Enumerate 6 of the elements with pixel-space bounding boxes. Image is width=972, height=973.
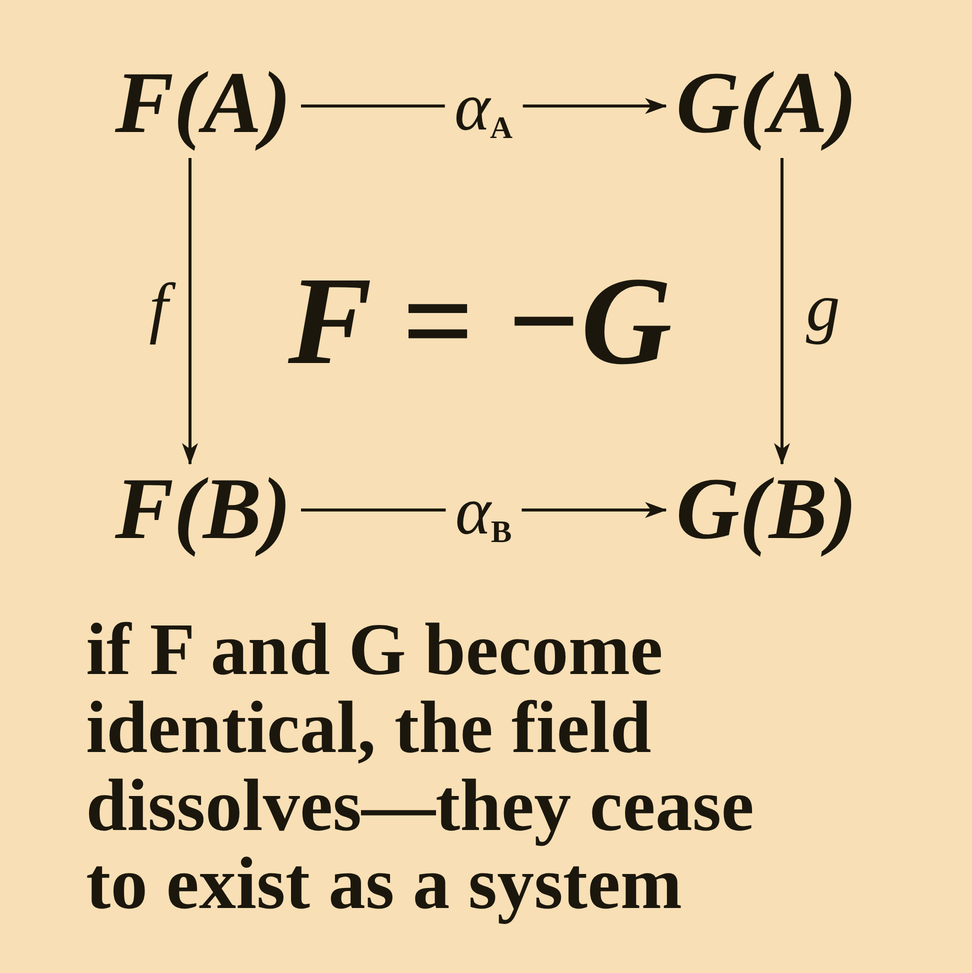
caption-text: if F and G become identical, the field dissolves—they cease to exist as a system [86, 611, 755, 923]
equation: F = −G [286, 259, 673, 385]
edge-label: f [139, 273, 178, 349]
edge-label: g [805, 273, 841, 347]
arrow [774, 158, 790, 465]
arrow [182, 158, 198, 465]
